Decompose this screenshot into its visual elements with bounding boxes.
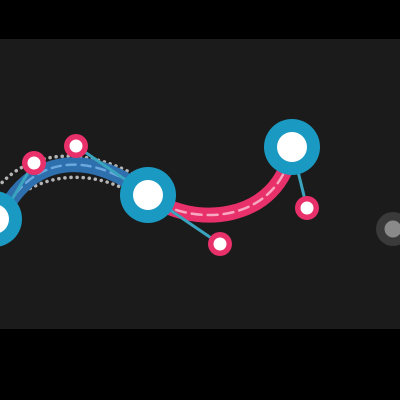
canvas-background: [0, 39, 400, 329]
control-handle-icon[interactable]: [295, 196, 319, 220]
inactive-point-icon[interactable]: [376, 212, 400, 246]
control-handle-icon[interactable]: [208, 232, 232, 256]
control-handle-icon[interactable]: [64, 134, 88, 158]
control-handle-icon[interactable]: [22, 151, 46, 175]
segment-guide-outer: [0, 154, 152, 188]
anchor-point-icon[interactable]: [0, 191, 22, 247]
path-editor-svg: [0, 39, 400, 329]
anchor-point-icon[interactable]: [120, 167, 176, 223]
anchor-point-icon[interactable]: [264, 119, 320, 175]
path-editor-canvas[interactable]: [0, 39, 400, 329]
